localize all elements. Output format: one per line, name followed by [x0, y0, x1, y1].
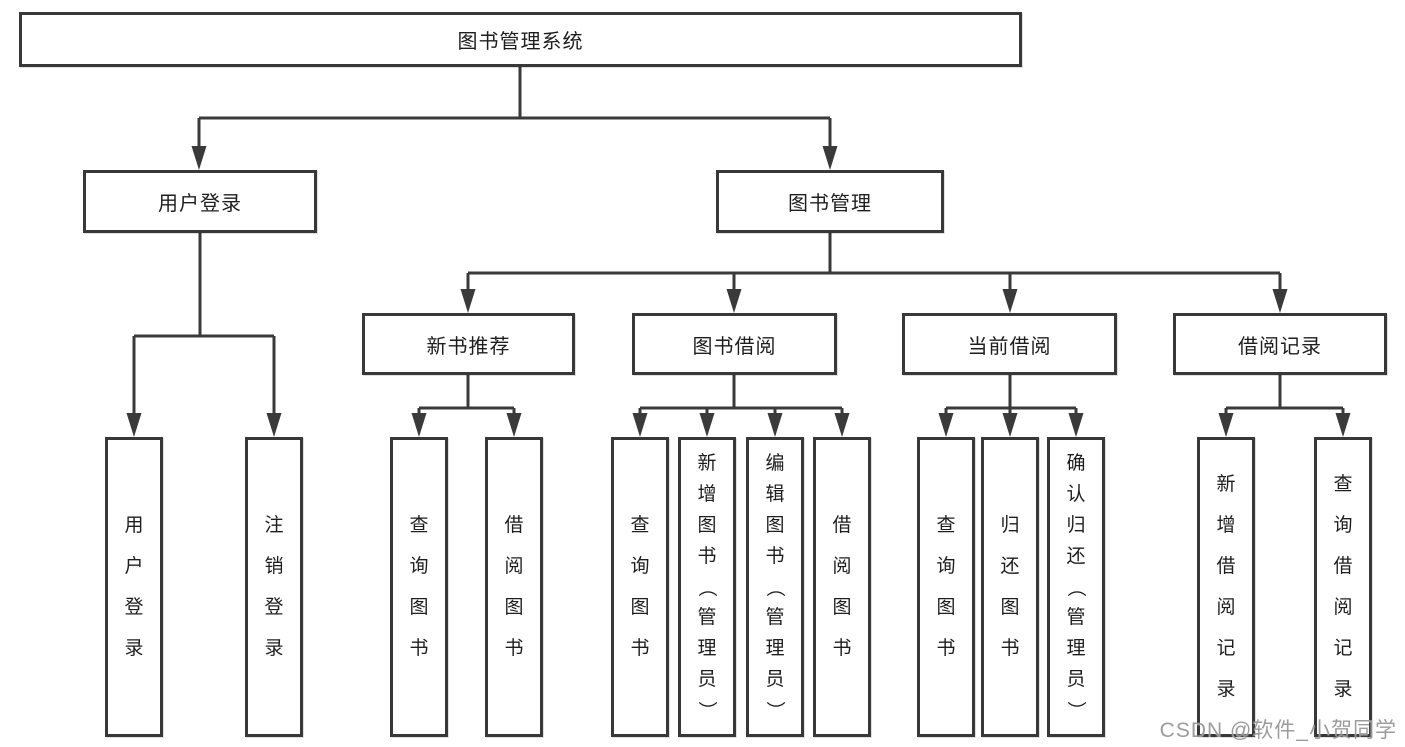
node-book-management: 图书管理 [716, 170, 944, 233]
leaf-current-query-books: 查询图书 [917, 437, 975, 737]
node-new-book-recommend: 新书推荐 [362, 313, 575, 375]
leaf-records-add-record: 新增借阅记录 [1197, 437, 1255, 737]
node-borrowing-records: 借阅记录 [1173, 313, 1387, 375]
leaf-borrow-borrow-books: 借阅图书 [813, 437, 871, 737]
leaf-newbook-borrow-books: 借阅图书 [485, 437, 543, 737]
node-user-login: 用户登录 [83, 170, 317, 233]
leaf-user-login: 用户登录 [105, 437, 163, 737]
node-library-system: 图书管理系统 [19, 12, 1022, 67]
leaf-current-return-books: 归还图书 [981, 437, 1039, 737]
leaf-current-confirm-return-admin: 确认归还（管理员） [1047, 437, 1105, 737]
leaf-records-query-record: 查询借阅记录 [1314, 437, 1372, 737]
leaf-borrow-edit-books-admin: 编辑图书（管理员） [746, 437, 804, 737]
leaf-borrow-add-books-admin: 新增图书（管理员） [678, 437, 736, 737]
leaf-newbook-query-books: 查询图书 [390, 437, 448, 737]
node-current-borrowing: 当前借阅 [902, 313, 1117, 375]
leaf-borrow-query-books: 查询图书 [611, 437, 669, 737]
leaf-logout: 注销登录 [245, 437, 303, 737]
csdn-watermark: CSDN @软件_小贺同学 [1159, 719, 1397, 742]
node-book-borrowing: 图书借阅 [632, 313, 837, 375]
